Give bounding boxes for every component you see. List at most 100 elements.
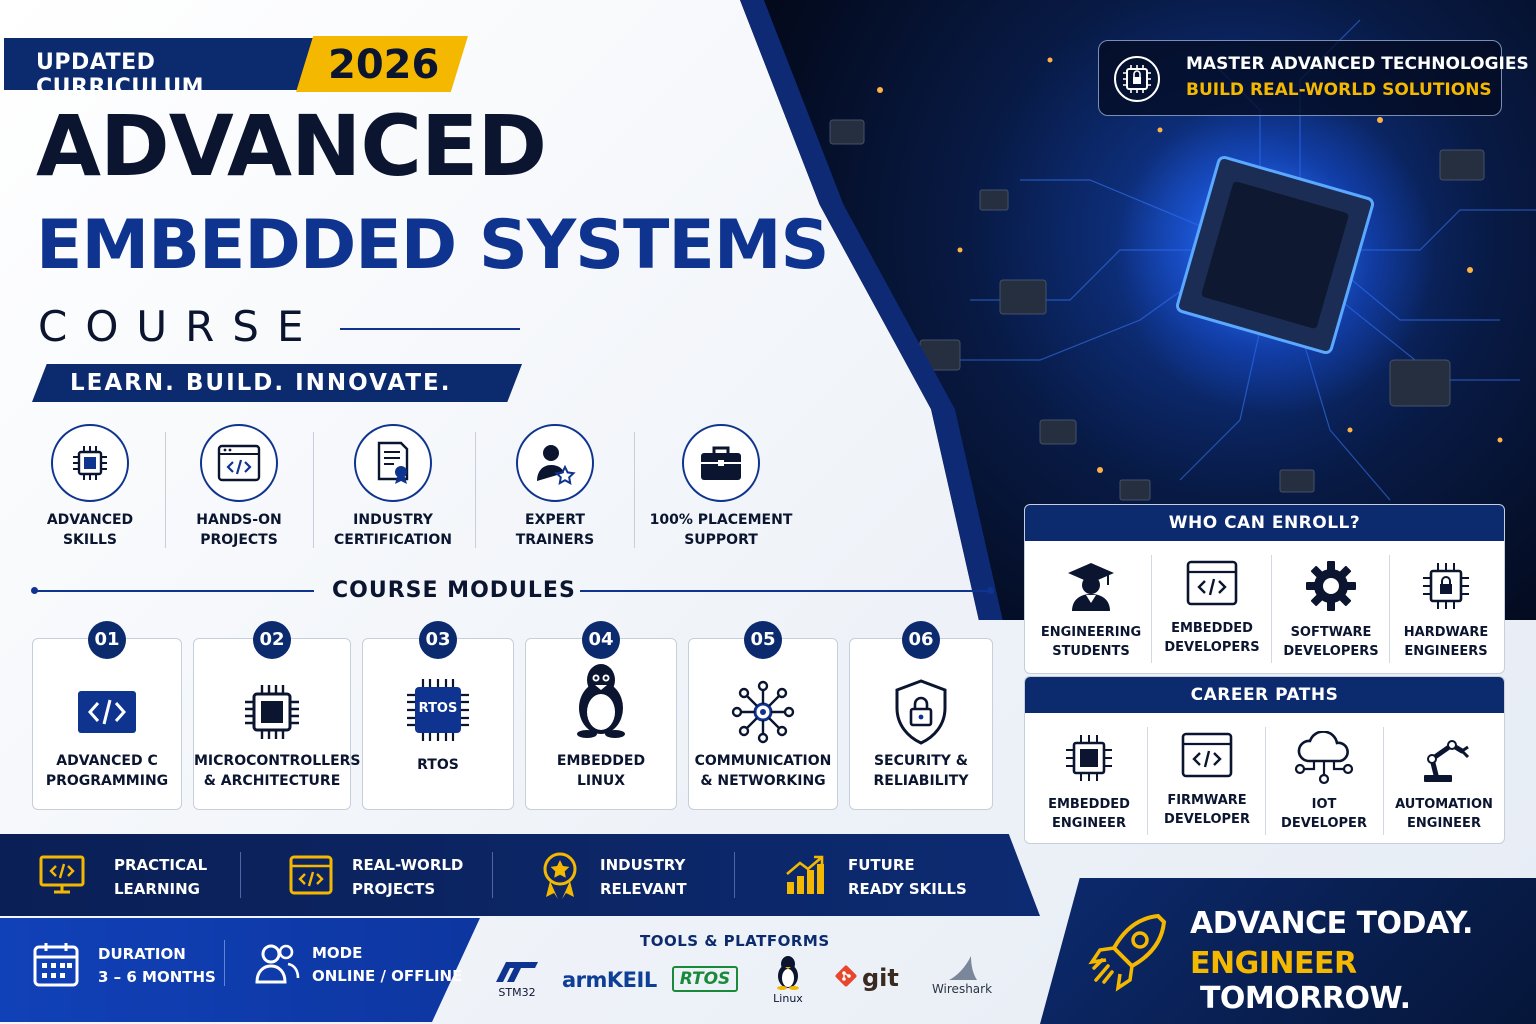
feature-label-l2: SUPPORT: [684, 532, 758, 548]
module-label-l1: EMBEDDED: [556, 753, 646, 769]
who-label-l2: DEVELOPERS: [1283, 644, 1379, 659]
chip-icon: [51, 424, 129, 502]
calendar-icon: [32, 940, 80, 992]
cta-line2: ENGINEER TOMORROW.: [1190, 946, 1536, 1016]
who-label-l2: ENGINEERS: [1404, 644, 1488, 659]
feature-label-l1: INDUSTRY: [353, 512, 433, 528]
linux-penguin-icon: [569, 658, 633, 742]
module-label-l2: & NETWORKING: [700, 773, 826, 789]
cta-panel: [1040, 878, 1536, 1024]
briefcase-icon: [682, 424, 760, 502]
users-icon: [254, 940, 300, 990]
module-label-l1: SECURITY &: [873, 753, 969, 769]
benefit-label-l2: LEARNING: [114, 880, 200, 898]
module-label-l2: PROGRAMMING: [45, 773, 169, 789]
benefit-label-l1: INDUSTRY: [600, 856, 686, 874]
growth-chart-icon: [784, 854, 826, 900]
tool-arm-keil: armKEIL: [562, 968, 657, 992]
module-card[interactable]: 05 COMMUNICATION & NETWORKING: [688, 621, 838, 810]
module-label-l1: ADVANCED C: [56, 753, 158, 769]
module-card[interactable]: 01 ADVANCED C PROGRAMMING: [32, 621, 182, 810]
benefits-band: [0, 834, 1040, 916]
feature-label-l1: EXPERT: [525, 512, 585, 528]
tool-rtos: RTOS: [668, 966, 742, 992]
benefit-label-l2: PROJECTS: [352, 880, 436, 898]
title-line3: COURSE: [38, 302, 322, 351]
module-label-l1: COMMUNICATION: [694, 753, 832, 769]
feature-label-l1: 100% PLACEMENT: [649, 512, 793, 528]
feature-label-l2: PROJECTS: [200, 532, 278, 548]
benefit-divider: [492, 852, 493, 898]
tool-label: Wireshark: [931, 982, 993, 996]
curriculum-badge: UPDATED CURRICULUM: [4, 38, 314, 90]
who-heading: WHO CAN ENROLL?: [1025, 505, 1504, 541]
career-label-l1: FIRMWARE: [1167, 793, 1247, 808]
rocket-icon: [1086, 908, 1172, 998]
module-label-l1: MICROCONTROLLERS: [194, 753, 361, 769]
career-label-l2: DEVELOPER: [1281, 816, 1367, 831]
mode-value: ONLINE / OFFLINE: [312, 967, 463, 985]
gear-icon: [1304, 561, 1358, 617]
st-logo-icon: [492, 962, 542, 990]
feature-placement-support: 100% PLACEMENT SUPPORT: [646, 424, 796, 550]
benefit-label-l1: REAL-WORLD: [352, 856, 464, 874]
who-label-l1: SOFTWARE: [1290, 625, 1372, 640]
top-badge-line2: BUILD REAL-WORLD SOLUTIONS: [1186, 80, 1492, 100]
benefit-label-l1: FUTURE: [848, 856, 915, 874]
feature-divider: [475, 432, 476, 548]
code-window-icon: [1185, 560, 1239, 613]
module-number: 04: [582, 621, 620, 659]
tool-label: Linux: [773, 992, 803, 1005]
module-number: 01: [88, 621, 126, 659]
duration-divider: [224, 940, 225, 986]
tool-wireshark: Wireshark: [924, 954, 1000, 996]
module-card[interactable]: 02 MICROCONTROLLERS& ARCHITECTURE: [193, 621, 361, 810]
tagline-text: LEARN. BUILD. INNOVATE.: [70, 370, 452, 396]
who-label-l2: STUDENTS: [1052, 644, 1130, 659]
feature-expert-trainers: EXPERT TRAINERS: [480, 424, 630, 550]
modules-heading-line-right: [580, 590, 990, 592]
career-label-l2: DEVELOPER: [1164, 812, 1250, 827]
module-label-l2: RELIABILITY: [873, 773, 969, 789]
career-label-l1: EMBEDDED: [1048, 797, 1130, 812]
feature-divider: [165, 432, 166, 548]
module-number: 03: [419, 621, 457, 659]
title-divider: [340, 328, 520, 330]
module-card[interactable]: 03 RTOS RTOS: [362, 621, 514, 810]
modules-heading-line-left: [34, 590, 314, 592]
monitor-code-icon: [38, 854, 86, 900]
career-item: FIRMWARE DEVELOPER: [1147, 731, 1267, 829]
feature-label-l1: HANDS-ON: [196, 512, 282, 528]
code-window-icon: [200, 424, 278, 502]
cta-line2-highlight: ENGINEER: [1190, 946, 1357, 981]
feature-label-l2: TRAINERS: [515, 532, 595, 548]
code-window-icon: [1180, 732, 1234, 785]
feature-label-l2: CERTIFICATION: [334, 532, 452, 548]
benefit-divider: [734, 852, 735, 898]
line-dot: [987, 587, 994, 594]
tool-label: STM32: [498, 986, 536, 999]
module-number: 05: [744, 621, 782, 659]
career-divider: [1147, 727, 1148, 835]
duration-mode-band: [0, 918, 480, 1022]
top-badge-line1: MASTER ADVANCED TECHNOLOGIES: [1186, 54, 1529, 74]
browser-code-icon: [288, 854, 334, 900]
microcontroller-icon: [240, 680, 304, 748]
tool-git: git: [834, 964, 908, 992]
career-item: IOT DEVELOPER: [1264, 730, 1384, 833]
module-card[interactable]: 06 SECURITY &RELIABILITY: [849, 621, 993, 810]
shield-lock-icon: [891, 677, 951, 751]
career-label-l1: IOT: [1311, 797, 1337, 812]
tool-stm32: STM32: [490, 960, 544, 999]
feature-divider: [634, 432, 635, 548]
career-label-l2: ENGINEER: [1052, 816, 1126, 831]
